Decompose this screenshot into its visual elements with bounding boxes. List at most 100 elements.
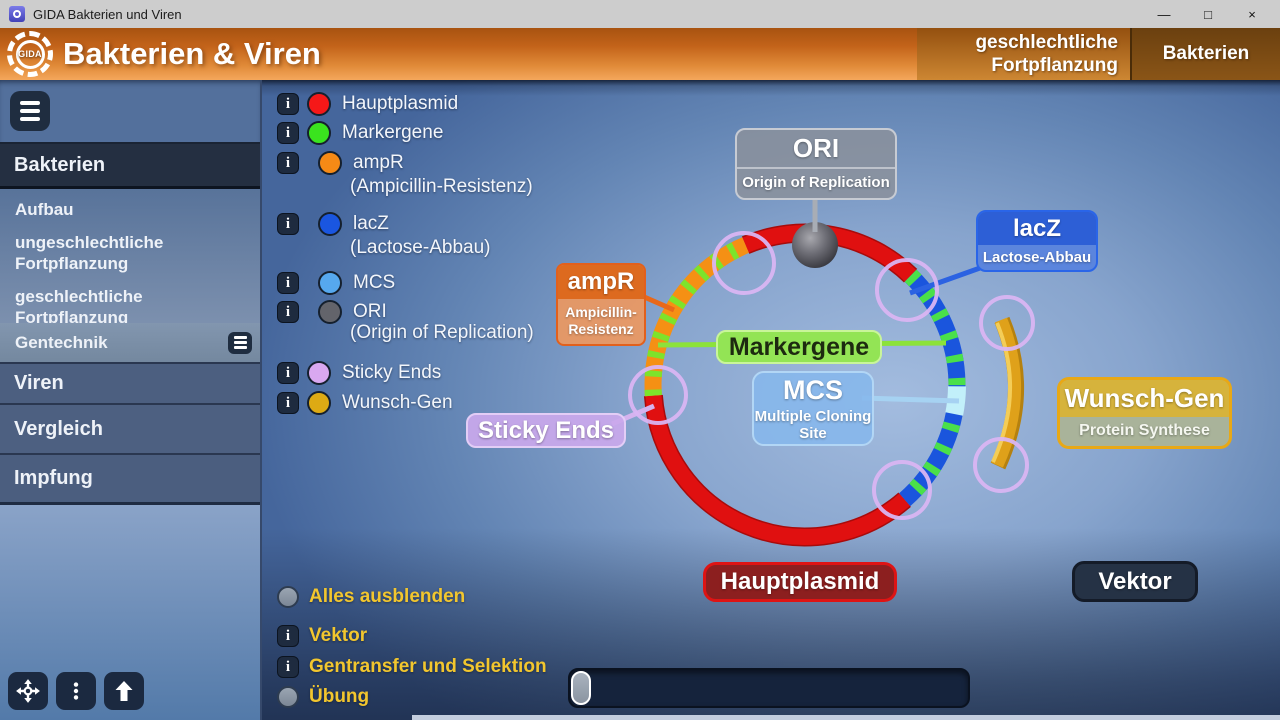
plasmid-diagram (611, 200, 1035, 547)
legend-item-ori[interactable]: i ORI (277, 300, 387, 324)
app-header: GIDA Bakterien & Viren geschlechtliche F… (0, 28, 1280, 80)
markergene-label-box: Markergene (716, 330, 882, 364)
lacz-label-box: lacZ Lactose-Abbau (976, 210, 1098, 272)
lacz-connector-line (909, 265, 981, 296)
info-icon[interactable]: i (277, 93, 299, 115)
option-vektor[interactable]: i Vektor (277, 625, 367, 647)
legend-color-dot (318, 300, 342, 324)
gentechnik-submenu-button[interactable] (228, 331, 252, 354)
option-uebung[interactable]: Übung (277, 686, 369, 708)
sidebar-section-impfung[interactable]: Impfung (0, 455, 260, 505)
sidebar-section-vergleich[interactable]: Vergleich (0, 405, 260, 455)
legend-item-mcs[interactable]: i MCS (277, 271, 395, 295)
tab-geschlechtliche-fortpflanzung[interactable]: geschlechtliche Fortpflanzung (917, 28, 1130, 80)
legend-label: ORI (353, 301, 387, 322)
sidebar-section-viren[interactable]: Viren (0, 362, 260, 405)
timeline-slider-track[interactable] (568, 668, 970, 708)
legend-item-lacz[interactable]: i lacZ (277, 212, 389, 236)
app-icon (9, 6, 25, 22)
sidebar: Bakterien Aufbau ungeschlechtliche Fortp… (0, 80, 262, 720)
sidebar-item-gentechnik[interactable]: Gentechnik (0, 323, 260, 362)
minimize-icon: — (1157, 6, 1171, 22)
sticky-end-circle (973, 437, 1029, 493)
legend-label: Wunsch-Gen (342, 392, 453, 413)
legend-item-sticky-ends[interactable]: i Sticky Ends (277, 361, 441, 385)
scroll-up-button[interactable] (104, 672, 144, 710)
sidebar-item-geschlechtliche-fortpflanzung[interactable]: geschlechtliche Fortpflanzung (15, 287, 143, 327)
legend-color-dot (307, 121, 331, 145)
legend-color-dot (318, 212, 342, 236)
legend-sublabel: (Ampicillin-Resistenz) (350, 176, 533, 197)
legend-color-dot (318, 151, 342, 175)
hauptplasmid-label-box: Hauptplasmid (703, 562, 897, 602)
window-titlebar: GIDA Bakterien und Viren — □ × (0, 0, 1280, 28)
window-title: GIDA Bakterien und Viren (33, 6, 182, 22)
legend-sublabel: (Lactose-Abbau) (350, 237, 491, 258)
gida-ring-icon (13, 10, 21, 18)
pan-tool-button[interactable] (8, 672, 48, 710)
ori-sphere (792, 222, 838, 268)
minimize-button[interactable]: — (1142, 0, 1186, 28)
gida-gear-icon: GIDA (7, 31, 53, 77)
legend-item-markergene[interactable]: i Markergene (277, 121, 443, 145)
legend-color-dot (307, 391, 331, 415)
pan-icon (16, 679, 40, 703)
wunsch-gen-highlight (991, 322, 1013, 463)
wunsch-gen-label-box: Wunsch-Gen Protein Synthese (1057, 377, 1232, 449)
legend-color-dot (307, 361, 331, 385)
hamburger-icon (20, 101, 40, 105)
sticky-end-circle (875, 258, 939, 322)
menu-button[interactable] (10, 91, 50, 131)
legend-color-dot (318, 271, 342, 295)
legend-label: Markergene (342, 122, 444, 143)
info-icon[interactable]: i (277, 122, 299, 144)
ampr-stripes (644, 237, 750, 397)
legend-item-wunsch-gen[interactable]: i Wunsch-Gen (277, 391, 453, 415)
info-icon[interactable]: i (277, 362, 299, 384)
page-title: Bakterien & Viren (63, 36, 321, 71)
sticky-end-circle (979, 295, 1035, 351)
sidebar-section-bakterien[interactable]: Bakterien (0, 142, 260, 189)
close-button[interactable]: × (1230, 0, 1274, 28)
info-icon[interactable]: i (277, 392, 299, 414)
tab-bakterien[interactable]: Bakterien (1130, 28, 1280, 80)
legend-label: ampR (353, 152, 404, 173)
legend-label: lacZ (353, 213, 389, 234)
radio-icon[interactable] (277, 586, 299, 608)
maximize-button[interactable]: □ (1186, 0, 1230, 28)
info-icon[interactable]: i (277, 625, 299, 647)
option-gentransfer-und-selektion[interactable]: i Gentransfer und Selektion (277, 656, 547, 678)
maximize-icon: □ (1204, 6, 1212, 22)
legend-sublabel: (Origin of Replication) (350, 322, 534, 343)
ori-label-box: ORI Origin of Replication (735, 128, 897, 200)
info-icon[interactable]: i (277, 213, 299, 235)
option-alles-ausblenden[interactable]: Alles ausblenden (277, 586, 465, 608)
hauptplasmid-ring-arc-bottom (645, 395, 910, 545)
legend-label: Sticky Ends (342, 362, 442, 383)
ampr-connector-line (640, 293, 676, 313)
bottom-edge (412, 715, 1280, 720)
vektor-label-box: Vektor (1072, 561, 1198, 602)
wunsch-gen-fragment (991, 317, 1022, 468)
legend-color-dot (307, 92, 331, 116)
content-area: i Hauptplasmid i Markergene i ampR (Ampi… (262, 80, 1280, 720)
info-icon[interactable]: i (277, 656, 299, 678)
info-icon[interactable]: i (277, 152, 299, 174)
sticky-end-circle (628, 365, 688, 425)
info-icon[interactable]: i (277, 301, 299, 323)
more-options-button[interactable] (56, 672, 96, 710)
info-icon[interactable]: i (277, 272, 299, 294)
sticky-end-circle (872, 460, 932, 520)
hamburger-icon (233, 336, 247, 339)
sticky-ends-label-box: Sticky Ends (466, 413, 626, 448)
ampr-label-box: ampR Ampicillin-Resistenz (556, 263, 646, 346)
legend-item-ampr[interactable]: i ampR (277, 151, 404, 175)
sidebar-item-aufbau[interactable]: Aufbau (15, 200, 74, 219)
legend-item-hauptplasmid[interactable]: i Hauptplasmid (277, 92, 458, 116)
legend-label: Hauptplasmid (342, 93, 459, 114)
mcs-connector-line (861, 395, 960, 404)
sidebar-item-ungeschlechtliche-fortpflanzung[interactable]: ungeschlechtliche Fortpflanzung (15, 233, 164, 273)
mcs-label-box: MCS Multiple Cloning Site (752, 371, 874, 446)
radio-icon[interactable] (277, 686, 299, 708)
timeline-slider-thumb[interactable] (571, 671, 591, 705)
